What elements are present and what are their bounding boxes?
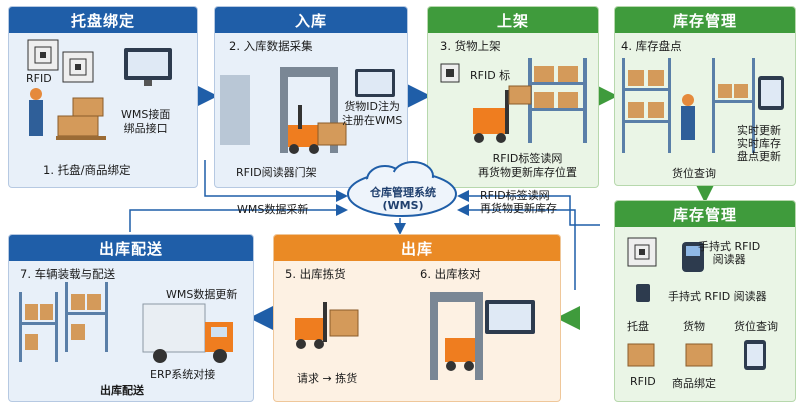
wms-cloud-icon	[347, 161, 457, 217]
panel-binding-title: 托盘绑定	[9, 7, 197, 33]
inventory-top-step: 4. 库存盘点	[621, 39, 682, 53]
panel-outbound-title: 出库	[274, 235, 560, 261]
outbound-illustration	[295, 292, 535, 380]
inventory-right-illustration	[627, 237, 766, 370]
shelving-illustration	[440, 58, 587, 143]
inbound-step: 2. 入库数据采集	[229, 39, 313, 53]
binding-illustration	[27, 39, 172, 140]
inventory-top-realtime: 实时更新 实时库存 盘点更新	[737, 124, 781, 163]
wms-center-title: 仓库管理系统	[370, 186, 436, 199]
shelving-update-label: RFID标签读网 再货物更新库存位置	[478, 152, 577, 179]
shelving-rfid-label: RFID 标	[470, 69, 511, 82]
inventory-right-cat-location: 货位查询	[734, 320, 778, 333]
binding-rfid-label: RFID	[26, 72, 52, 85]
outbound-request-label: 请求 → 拣货	[297, 372, 358, 385]
inventory-right-lab-rfid: RFID	[630, 375, 656, 388]
inbound-gate-label: RFID阅读器门架	[236, 166, 317, 179]
rfid-read-annotation: RFID标签读网 再货物更新库存	[480, 189, 557, 215]
binding-step: 1. 托盘/商品绑定	[43, 163, 131, 177]
inventory-top-illustration	[622, 58, 784, 153]
delivery-illustration	[19, 282, 233, 363]
wms-center-subtitle: (WMS)	[382, 199, 424, 212]
panel-inbound-title: 入库	[215, 7, 407, 33]
panel-inventory-right-title: 库存管理	[615, 201, 795, 227]
inbound-illustration	[220, 67, 395, 154]
panel-outbound-delivery-title: 出库配送	[9, 235, 253, 261]
inventory-right-handheld2: 手持式 RFID 阅读器	[668, 290, 767, 303]
delivery-wms-label: WMS数据更新	[166, 288, 238, 301]
delivery-erp-label: ERP系统对接	[150, 368, 216, 381]
delivery-step: 7. 车辆装载与配送	[20, 267, 116, 281]
wms-refresh-annotation: WMS数据采新	[237, 203, 309, 216]
inventory-right-cat-pallet: 托盘	[627, 320, 649, 333]
delivery-bottom-label: 出库配送	[100, 384, 144, 397]
outbound-pick-step: 5. 出库拣货	[285, 267, 346, 281]
shelving-step: 3. 货物上架	[440, 39, 501, 53]
inbound-reg-label: 货物ID注为 注册在WMS	[342, 100, 403, 127]
inventory-right-lab-binding: 商品绑定	[672, 377, 716, 390]
panel-inventory-top-title: 库存管理	[615, 7, 795, 33]
inventory-right-cat-goods: 货物	[683, 320, 705, 333]
outbound-check-step: 6. 出库核对	[420, 267, 481, 281]
binding-wms-label: WMS接面 绑品接口	[121, 108, 171, 135]
inventory-top-query: 货位查询	[672, 167, 716, 180]
panel-shelving-title: 上架	[428, 7, 598, 33]
inventory-right-handheld1: 手持式 RFID 阅读器	[698, 240, 761, 266]
